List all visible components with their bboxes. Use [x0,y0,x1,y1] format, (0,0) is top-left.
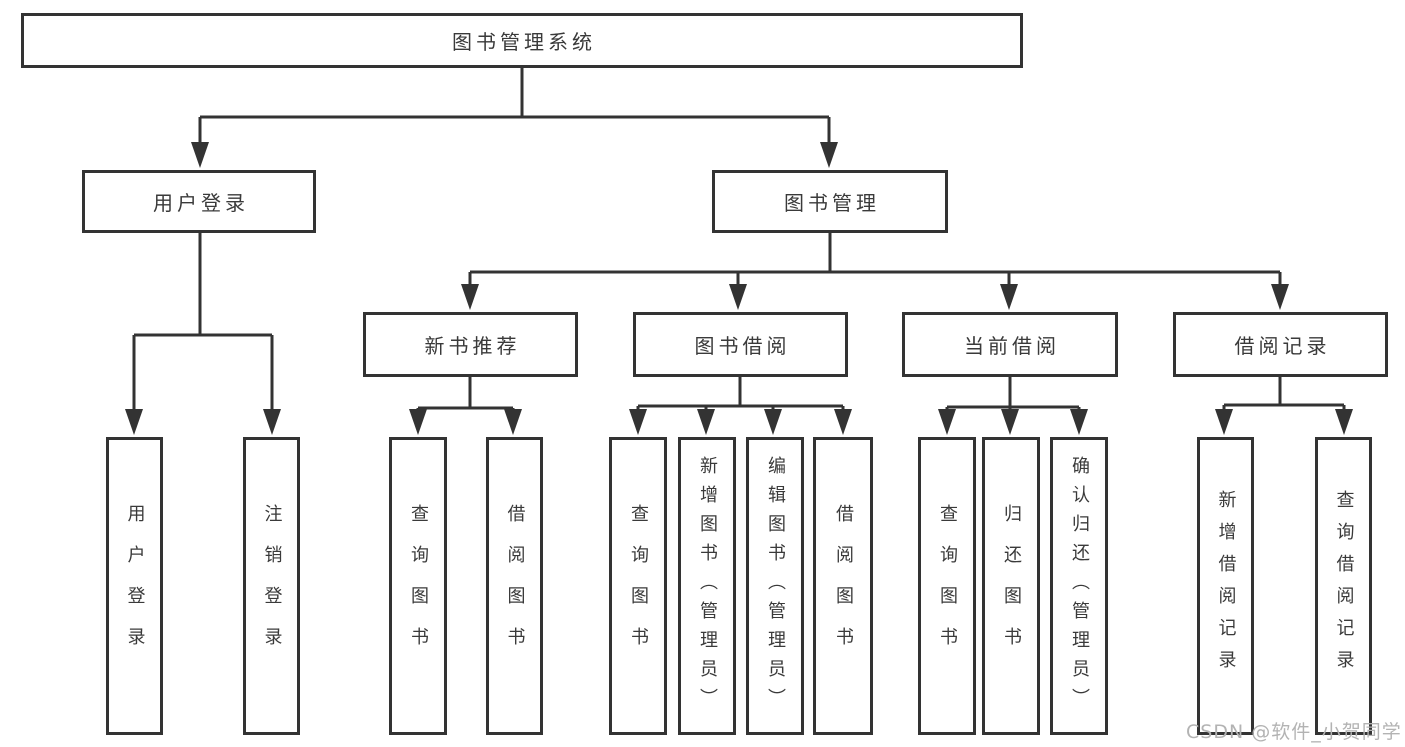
node-label: 借阅图书 [833,504,854,668]
node-label: 图书管理系统 [452,30,596,54]
leaf-query-borrow-record: 查询借阅记录 [1315,437,1372,735]
node-label: 借阅记录 [1234,334,1331,358]
node-book-management: 图书管理 [712,170,948,233]
node-label: 归还图书 [1001,504,1022,668]
connector-borrow-to-leaves [629,377,852,435]
connector-mgmt-to-level3 [461,233,1289,310]
node-label: 新增图书（管理员） [697,455,718,717]
leaf-query-books: 查询图书 [609,437,667,735]
leaf-logout: 注销登录 [243,437,300,735]
node-label: 查询借阅记录 [1333,490,1355,682]
node-label: 查询图书 [937,504,958,668]
connector-login-to-leaves [125,233,281,435]
node-label: 注销登录 [261,504,283,668]
node-label: 确认归还（管理员） [1069,455,1090,717]
leaf-user-login: 用户登录 [106,437,163,735]
leaf-borrow-books: 借阅图书 [486,437,543,735]
leaf-borrow-books: 借阅图书 [813,437,873,735]
node-book-borrowing: 图书借阅 [633,312,848,377]
node-label: 新书推荐 [424,334,521,358]
node-label: 查询图书 [628,504,649,668]
node-label: 新增借阅记录 [1215,490,1237,682]
node-borrowing-records: 借阅记录 [1173,312,1388,377]
leaf-add-books-admin: 新增图书（管理员） [678,437,736,735]
node-label: 用户登录 [153,191,249,215]
leaf-confirm-return-admin: 确认归还（管理员） [1050,437,1108,735]
node-new-book-recommendation: 新书推荐 [363,312,578,377]
node-label: 当前借阅 [964,334,1060,358]
node-label: 编辑图书（管理员） [765,455,786,717]
node-label: 用户登录 [124,504,146,668]
node-current-borrowing: 当前借阅 [902,312,1118,377]
leaf-add-borrow-record: 新增借阅记录 [1197,437,1254,735]
node-user-login: 用户登录 [82,170,316,233]
csdn-watermark: CSDN @软件_小贺同学 [1186,721,1402,743]
node-label: 查询图书 [408,504,429,668]
node-label: 借阅图书 [504,504,526,668]
connector-current-to-leaves [938,377,1088,435]
leaf-query-books: 查询图书 [918,437,976,735]
node-label: 图书借阅 [694,334,791,358]
node-library-management-system: 图书管理系统 [21,13,1023,68]
leaf-query-books: 查询图书 [389,437,447,735]
leaf-edit-books-admin: 编辑图书（管理员） [746,437,804,735]
connector-record-to-leaves [1215,377,1353,435]
node-label: 图书管理 [784,191,880,215]
connector-newrec-to-leaves [409,377,522,435]
leaf-return-books: 归还图书 [982,437,1040,735]
connector-root-to-level2 [191,68,838,168]
